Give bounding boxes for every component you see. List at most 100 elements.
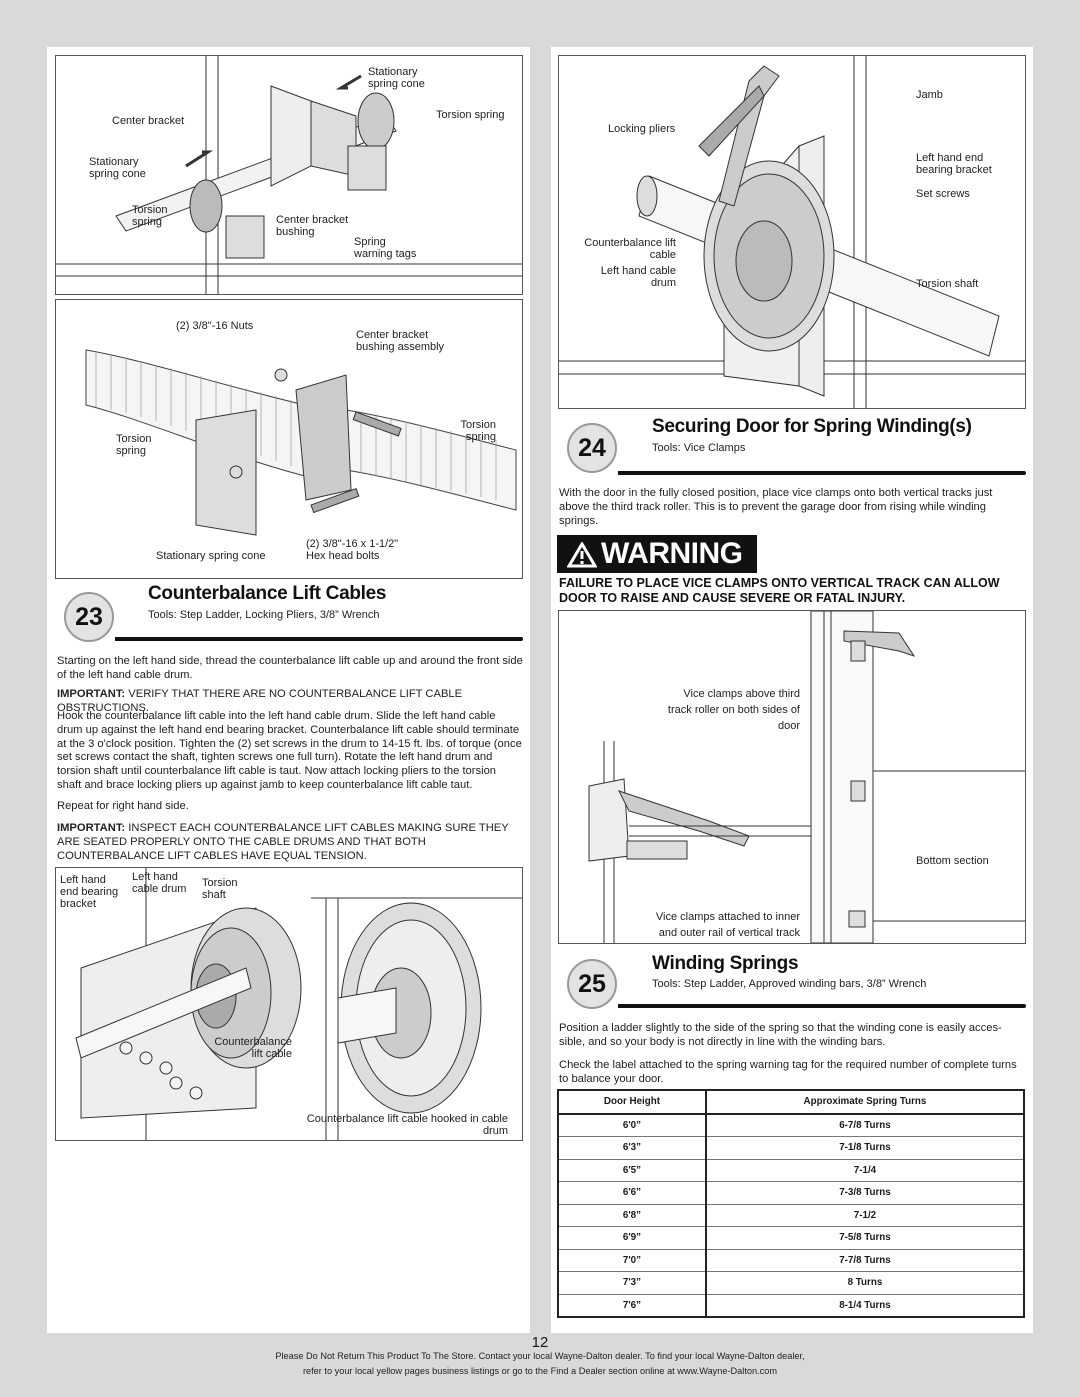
section-25-para-1: Position a ladder slightly to the side o… xyxy=(559,1022,1002,1048)
label-set-screws: Set screws xyxy=(916,188,970,200)
page-number: 12 xyxy=(531,1334,549,1351)
door-height-cell: 7'6” xyxy=(558,1294,707,1318)
label-torsion-shaft: Torsion shaft xyxy=(202,877,238,901)
section-23-tools: Tools: Step Ladder, Locking Pliers, 3/8”… xyxy=(148,609,380,621)
section-23-rule xyxy=(115,637,523,641)
table-row: 6'8”7-1/2 xyxy=(558,1204,1024,1227)
spring-turns-cell: 7-1/8 Turns xyxy=(705,1136,1024,1160)
important-2-label: IMPORTANT: xyxy=(57,822,126,834)
label-end-bearing-bracket: Left hand end bearing bracket xyxy=(60,874,119,910)
section-23-title: Counterbalance Lift Cables xyxy=(148,583,387,604)
table-header-row: Door Height Approximate Spring Turns xyxy=(558,1090,1024,1115)
label-locking-pliers: Locking pliers xyxy=(608,123,676,135)
footer-line-1: Please Do Not Return This Product To The… xyxy=(275,1351,805,1361)
label-stationary-spring-cone: Stationary spring cone xyxy=(156,550,266,562)
section-25-number: 25 xyxy=(567,959,617,1009)
right-column: Jamb Locking pliers Left hand end bearin… xyxy=(551,47,1033,1333)
footer-line-2: refer to your local yellow pages busines… xyxy=(302,1366,778,1376)
table-row: 7'3”8 Turns xyxy=(558,1271,1024,1295)
section-25-title: Winding Springs xyxy=(652,953,799,974)
door-height-cell: 6'6” xyxy=(558,1181,707,1205)
door-height-cell: 6'8” xyxy=(558,1204,707,1227)
important-1-text: VERIFY THAT THERE ARE NO COUNTERBALANCE … xyxy=(57,688,463,714)
label-stationary-cone-top: Stationary spring cone xyxy=(368,66,425,90)
warning-label: WARNING xyxy=(601,537,743,570)
cable-drum-illustration xyxy=(75,868,522,1140)
label-bottom-section: Bottom section xyxy=(916,855,989,867)
spring-turns-cell: 7-5/8 Turns xyxy=(705,1226,1024,1250)
door-height-cell: 7'0” xyxy=(558,1249,707,1272)
table-row: 7'0”7-7/8 Turns xyxy=(558,1249,1024,1272)
label-cable-drum: Left hand cable drum xyxy=(132,871,187,895)
bushing-assembly-diagram: (2) 3/8"-16 Nuts Center bracket bushing … xyxy=(55,299,523,579)
spring-turns-cell: 7-3/8 Turns xyxy=(705,1181,1024,1205)
label-end-bearing-bracket: Left hand end bearing bracket xyxy=(916,152,992,176)
door-height-cell: 6'3” xyxy=(558,1136,707,1160)
section-24-para-1: With the door in the fully closed positi… xyxy=(559,487,993,527)
label-nuts: (2) 3/8"-16 Nuts xyxy=(176,320,254,332)
spring-turns-table: Door Height Approximate Spring Turns 6'0… xyxy=(557,1089,1025,1318)
label-jamb: Jamb xyxy=(916,89,943,101)
spring-turns-cell: 8 Turns xyxy=(705,1271,1024,1295)
label-vice-attached: Vice clamps attached to inner and outer … xyxy=(655,911,800,939)
door-height-cell: 6'0” xyxy=(558,1113,707,1137)
bushing-assembly-illustration xyxy=(85,349,517,536)
section-23-para-3: Repeat for right hand side. xyxy=(57,800,189,812)
section-24-number: 24 xyxy=(567,423,617,473)
locking-pliers-illustration xyxy=(559,56,1025,408)
table-row: 6'6”7-3/8 Turns xyxy=(558,1181,1024,1205)
table-row: 6'9”7-5/8 Turns xyxy=(558,1226,1024,1250)
label-torsion-shaft: Torsion shaft xyxy=(916,278,979,290)
important-2-text: INSPECT EACH COUNTERBALANCE LIFT CABLES … xyxy=(57,822,509,862)
label-bushing-assembly: Center bracket bushing assembly xyxy=(356,329,445,353)
locking-pliers-diagram: Jamb Locking pliers Left hand end bearin… xyxy=(558,55,1026,409)
table-row: 6'5”7-1/4 xyxy=(558,1159,1024,1182)
section-23-important-2: IMPORTANT: INSPECT EACH COUNTERBALANCE L… xyxy=(57,822,523,863)
warning-triangle-icon xyxy=(567,542,597,568)
header-spring-turns: Approximate Spring Turns xyxy=(705,1090,1024,1115)
label-torsion-spring-left: Torsion spring xyxy=(116,433,152,457)
center-bracket-illustration xyxy=(56,56,522,294)
section-25-tools: Tools: Step Ladder, Approved winding bar… xyxy=(652,978,927,990)
center-bracket-diagram: Stationary spring cone Center bracket To… xyxy=(55,55,523,295)
label-counterbalance-lift-cable: Counterbalance lift cable xyxy=(214,1036,292,1060)
label-hex-bolts: (2) 3/8"-16 x 1-1/2" Hex head bolts xyxy=(306,538,399,562)
header-door-height: Door Height xyxy=(558,1090,707,1115)
table-row: 6'0”6-7/8 Turns xyxy=(558,1113,1024,1137)
label-left-hand-cable-drum: Left hand cable drum xyxy=(600,265,676,289)
door-height-cell: 6'9” xyxy=(558,1226,707,1250)
door-height-cell: 7'3” xyxy=(558,1271,707,1295)
label-torsion-spring-right: Torsion spring xyxy=(436,109,505,121)
spring-turns-cell: 7-1/4 xyxy=(705,1159,1024,1182)
spring-turns-cell: 7-7/8 Turns xyxy=(705,1249,1024,1272)
section-24-title: Securing Door for Spring Winding(s) xyxy=(652,416,972,437)
warning-banner: WARNING xyxy=(557,535,757,573)
vice-clamps-illustration xyxy=(588,611,1025,943)
section-23-important-1: IMPORTANT: VERIFY THAT THERE ARE NO COUN… xyxy=(57,688,523,716)
spring-turns-cell: 7-1/2 xyxy=(705,1204,1024,1227)
section-23-para-1: Starting on the left hand side, thread t… xyxy=(57,655,523,681)
label-vice-above-third: Vice clamps above third track roller on … xyxy=(667,688,800,732)
label-center-bracket-bushing: Center bracket bushing xyxy=(276,214,349,238)
spring-turns-cell: 8-1/4 Turns xyxy=(705,1294,1024,1318)
cable-drum-diagram: Left hand end bearing bracket Left hand … xyxy=(55,867,523,1141)
label-spring-warning-tags: Spring warning tags xyxy=(354,236,417,260)
section-23-para-2: Hook the counterbalance lift cable into … xyxy=(57,710,522,791)
section-25-rule xyxy=(618,1004,1026,1008)
label-torsion-spring-right: Torsion spring xyxy=(460,419,496,443)
label-hooked-in-drum: Counterbalance lift cable hooked in cabl… xyxy=(306,1113,508,1137)
label-torsion-spring-left: Torsion spring xyxy=(132,204,168,228)
spring-turns-cell: 6-7/8 Turns xyxy=(705,1113,1024,1137)
section-24-rule xyxy=(618,471,1026,475)
warning-text: FAILURE TO PLACE VICE CLAMPS ONTO VERTIC… xyxy=(559,576,1000,605)
table-row: 6'3”7-1/8 Turns xyxy=(558,1136,1024,1160)
left-column: Stationary spring cone Center bracket To… xyxy=(47,47,530,1333)
vice-clamps-diagram: Vice clamps above third track roller on … xyxy=(558,610,1026,944)
section-24-tools: Tools: Vice Clamps xyxy=(652,442,746,454)
important-1-label: IMPORTANT: xyxy=(57,688,126,700)
door-height-cell: 6'5” xyxy=(558,1159,707,1182)
section-25-para-2: Check the label attached to the spring w… xyxy=(559,1059,1017,1085)
label-counterbalance-lift-cable: Counterbalance lift cable xyxy=(584,237,676,261)
table-row: 7'6”8-1/4 Turns xyxy=(558,1294,1024,1318)
label-center-bracket: Center bracket xyxy=(112,115,185,127)
